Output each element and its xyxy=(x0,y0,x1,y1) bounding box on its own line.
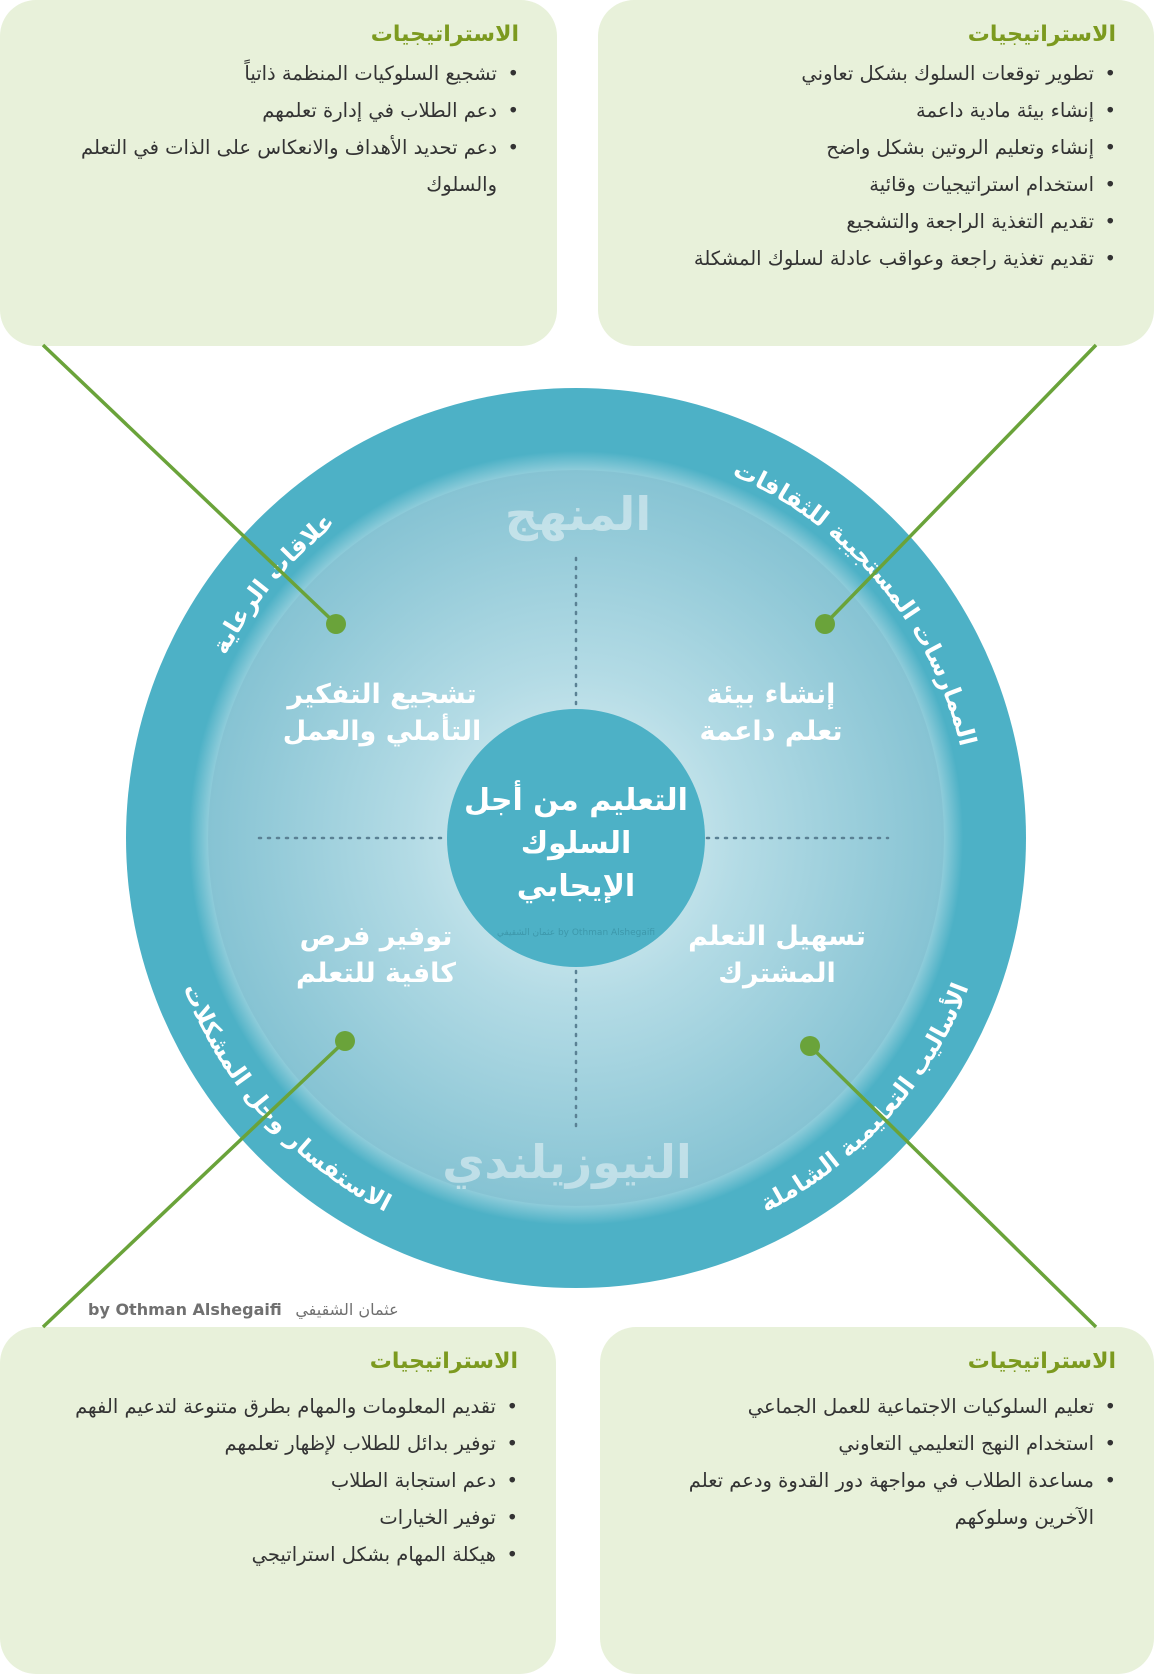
connector-dot xyxy=(335,1031,355,1051)
quadrant-label-top-left-2: التأملي والعمل xyxy=(283,713,482,747)
credit-ar: عثمان الشقيفي xyxy=(295,1300,399,1319)
connector-dot xyxy=(815,614,835,634)
list-item: مساعدة الطلاب في مواجهة دور القدوة ودعم … xyxy=(630,1462,1116,1536)
list-item: تقديم تغذية راجعة وعواقب عادلة لسلوك الم… xyxy=(628,240,1116,277)
quadrant-label-top-right-2: تعلم داعمة xyxy=(699,716,842,747)
list-item: توفير بدائل للطلاب لإظهار تعلمهم xyxy=(30,1425,518,1462)
list-item: دعم الطلاب في إدارة تعلمهم xyxy=(30,92,519,129)
connector-top-right xyxy=(823,343,1098,626)
connectors xyxy=(41,343,1098,1329)
connector-dot xyxy=(800,1036,820,1056)
quadrant-label-bottom-left-1: توفير فرص xyxy=(300,921,453,952)
list-item: تطوير توقعات السلوك بشكل تعاوني xyxy=(628,55,1116,92)
strategies-box-top-left: الاستراتيجيات تشجيع السلوكيات المنظمة ذا… xyxy=(0,0,557,346)
list-item: تقديم التغذية الراجعة والتشجيع xyxy=(628,203,1116,240)
center-title-line1: التعليم من أجل xyxy=(464,780,688,818)
strategies-box-bottom-right: الاستراتيجيات تعليم السلوكيات الاجتماعية… xyxy=(600,1327,1154,1674)
center-circle xyxy=(447,709,705,967)
center-credit-watermark: by Othman Alshegaifi عثمان الشقيفي xyxy=(497,928,655,938)
box-title: الاستراتيجيات xyxy=(967,22,1116,47)
quadrant-label-bottom-right-2: المشترك xyxy=(718,958,836,989)
connector-bottom-right xyxy=(808,1044,1098,1329)
strategies-box-top-right: الاستراتيجيات تطوير توقعات السلوك بشكل ت… xyxy=(598,0,1154,346)
list-item: دعم استجابة الطلاب xyxy=(30,1462,518,1499)
list-item: توفير الخيارات xyxy=(30,1499,518,1536)
list-item: دعم تحديد الأهداف والانعكاس على الذات في… xyxy=(30,129,519,203)
list-item: استخدام استراتيجيات وقائية xyxy=(628,166,1116,203)
box-title: الاستراتيجيات xyxy=(967,1349,1116,1374)
quadrant-label-top-left-1: تشجيع التفكير xyxy=(285,679,476,710)
author-credit: by Othman Alshegaifi عثمان الشقيفي xyxy=(88,1300,399,1319)
center-title-line3: الإيجابي xyxy=(517,869,635,904)
watermark-bottom: النيوزيلندي xyxy=(442,1135,691,1189)
box-title: الاستراتيجيات xyxy=(370,22,519,47)
list-item: تشجيع السلوكيات المنظمة ذاتياً xyxy=(30,55,519,92)
connector-top-left xyxy=(41,343,338,626)
connector-bottom-left xyxy=(41,1039,347,1329)
list-item: هيكلة المهام بشكل استراتيجي xyxy=(30,1536,518,1573)
box-title: الاستراتيجيات xyxy=(369,1349,518,1374)
strategies-box-bottom-left: الاستراتيجيات تقديم المعلومات والمهام بط… xyxy=(0,1327,556,1674)
quadrant-label-bottom-right-1: تسهيل التعلم xyxy=(688,921,866,952)
center-title-line2: السلوك xyxy=(521,826,632,861)
connector-dot xyxy=(326,614,346,634)
list-item: تقديم المعلومات والمهام بطرق متنوعة لتدع… xyxy=(30,1388,518,1425)
credit-en: by Othman Alshegaifi xyxy=(88,1300,282,1319)
quadrant-label-top-right-1: إنشاء بيئة xyxy=(707,679,836,710)
dotted-dividers xyxy=(257,556,890,1133)
list-item: إنشاء وتعليم الروتين بشكل واضح xyxy=(628,129,1116,166)
quadrant-label-bottom-left-2: كافية للتعلم xyxy=(296,958,456,989)
list-item: استخدام النهج التعليمي التعاوني xyxy=(630,1425,1116,1462)
watermark-top: المنهج xyxy=(505,487,651,541)
list-item: إنشاء بيئة مادية داعمة xyxy=(628,92,1116,129)
list-item: تعليم السلوكيات الاجتماعية للعمل الجماعي xyxy=(630,1388,1116,1425)
